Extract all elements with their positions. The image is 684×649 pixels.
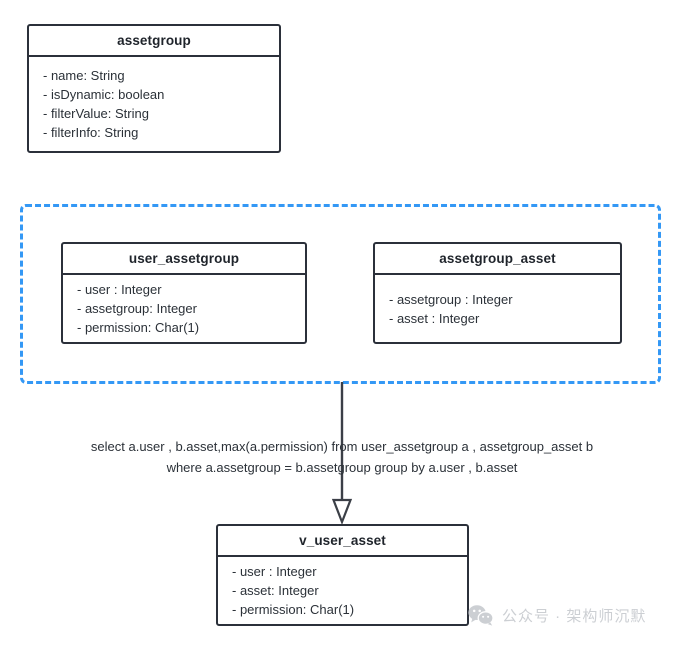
watermark-text: 公众号 · 架构师沉默 (502, 607, 647, 625)
class-attribute: - permission: Char(1) (77, 320, 200, 335)
class-attributes: - user : Integer - asset: Integer - perm… (218, 557, 467, 624)
class-title: user_assetgroup (63, 244, 305, 275)
class-attribute: - filterValue: String (43, 106, 149, 121)
class-attribute: - user : Integer (232, 564, 317, 579)
sql-query-caption: select a.user , b.asset,max(a.permission… (90, 439, 594, 475)
watermark: 公众号 · 架构师沉默 (468, 604, 646, 626)
class-attributes: - assetgroup : Integer - asset : Integer (375, 275, 620, 342)
source-tables-group-frame (20, 204, 661, 384)
class-box-user-assetgroup[interactable]: user_assetgroup - user : Integer - asset… (61, 242, 307, 344)
class-attribute: - isDynamic: boolean (43, 87, 165, 102)
class-attribute: - asset : Integer (389, 310, 480, 326)
class-attribute: - asset: Integer (232, 583, 319, 598)
class-attribute: - permission: Char(1) (232, 602, 355, 617)
class-attributes: - name: String - isDynamic: boolean - fi… (29, 57, 279, 151)
class-box-assetgroup[interactable]: assetgroup - name: String - isDynamic: b… (27, 24, 281, 153)
class-title: v_user_asset (218, 526, 467, 557)
class-attribute: - name: String (43, 68, 125, 83)
class-attribute: - filterInfo: String (43, 125, 139, 140)
class-attribute: - assetgroup : Integer (389, 291, 513, 307)
class-attributes: - user : Integer - assetgroup: Integer -… (63, 275, 305, 342)
class-attribute: - user : Integer (77, 282, 162, 297)
class-title: assetgroup_asset (375, 244, 620, 275)
class-attribute: - assetgroup: Integer (77, 301, 197, 316)
class-title: assetgroup (29, 26, 279, 57)
class-box-v-user-asset[interactable]: v_user_asset - user : Integer - asset: I… (216, 524, 469, 626)
wechat-icon (468, 605, 494, 626)
class-box-assetgroup-asset[interactable]: assetgroup_asset - assetgroup : Integer … (373, 242, 622, 344)
